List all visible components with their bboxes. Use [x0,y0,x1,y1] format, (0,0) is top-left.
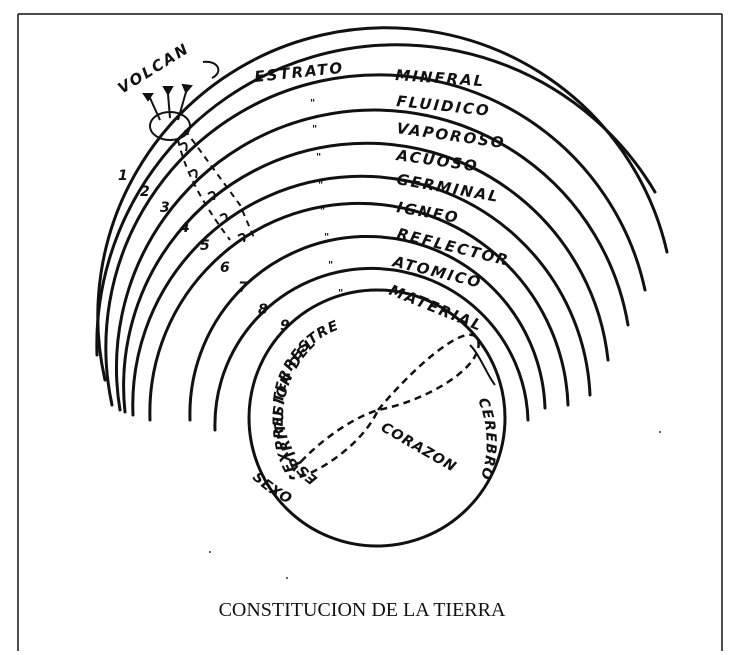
lemniscate-dashed [289,333,480,480]
arc-4 [114,108,630,412]
ditto-mark-4: " [318,180,323,191]
arc-1 [95,43,657,357]
lemniscate-tail [469,344,496,386]
stratum-name-1: FLUIDICO [396,92,492,120]
stratum-number-5: 5 [200,238,210,254]
caption: CONSTITUCION DE LA TIERRA [219,599,506,621]
stratum-number-6: 6 [220,260,230,276]
speck [659,431,661,433]
core-number: 9 [280,318,290,334]
stratum-number-1: 1 [118,168,128,184]
speck [209,551,211,553]
ditto-mark-6: " [324,232,329,243]
stratum-number-2: 2 [140,184,150,200]
speck [286,577,288,579]
strata-arcs [95,26,669,432]
stratum-number-7: 7 [238,280,248,296]
stratum-name-5: IGNEO [395,198,461,227]
arc-2 [96,26,669,382]
stratum-number-8: 8 [258,302,268,318]
conduit-markers [179,142,246,243]
ditto-mark-1: " [310,98,315,109]
stratum-number-3: 3 [160,200,170,216]
arc-9 [213,267,530,432]
volcano-conduit [184,129,256,241]
ditto-mark-7: " [328,260,333,271]
ditto-mark-8: " [338,288,343,299]
volcano-conduit-inner [177,139,231,241]
ditto-mark-2: " [312,124,317,135]
arc-3 [104,73,647,407]
arc-7 [148,201,570,422]
core-circle [247,288,507,548]
volcano-label: VOLCAN [115,39,193,97]
arc-5 [122,141,610,414]
core-sexo-label: SEXO [249,469,295,508]
stratum-number-4: 4 [179,220,190,236]
ditto-mark-3: " [316,152,321,163]
ditto-mark-5: " [320,206,325,217]
volcano-icon [142,60,220,141]
stratum-name-0: MINERAL [395,66,486,90]
core-corazon-label: CORAZON [378,420,459,476]
top-label-estrato: ESTRATO [254,59,345,86]
arc-6 [131,174,592,417]
arc-8 [188,234,547,422]
